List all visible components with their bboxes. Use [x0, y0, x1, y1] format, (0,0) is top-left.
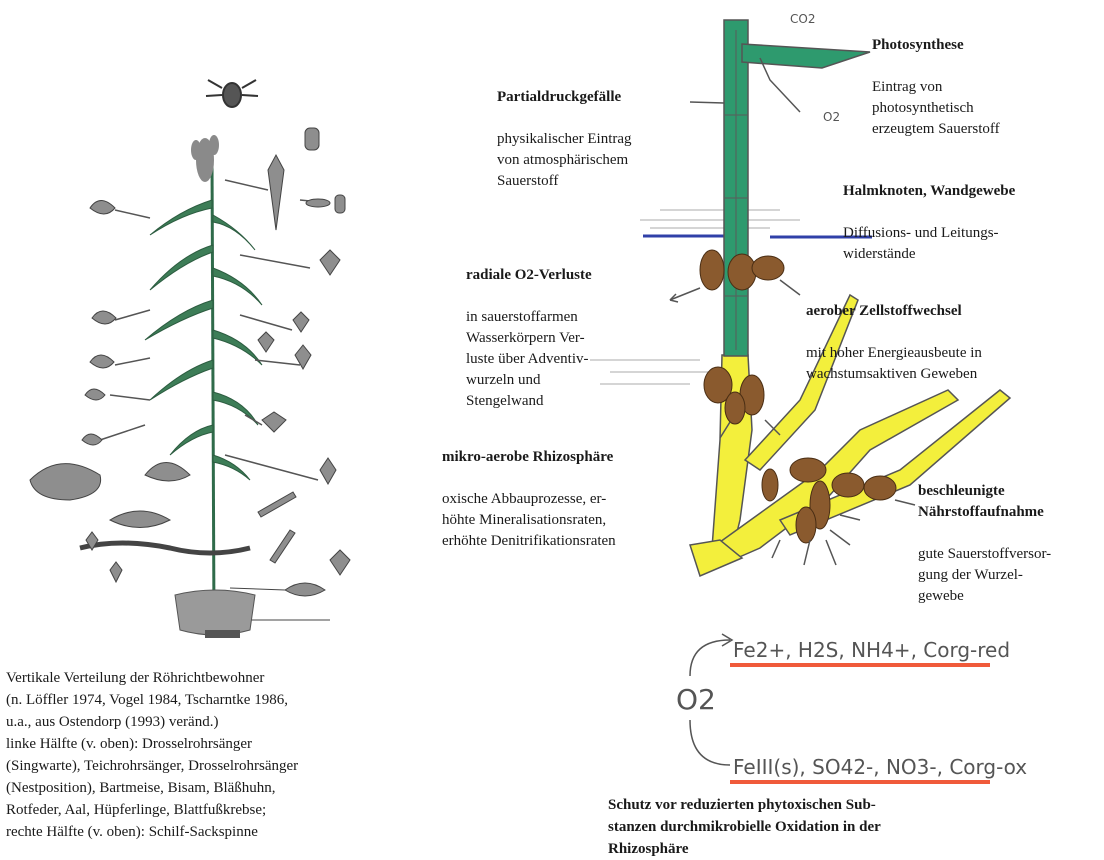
mikro-title: mikro-aerobe Rhizosphäre — [442, 447, 682, 468]
aerober-body: mit hoher Energieausbeute in wachstumsak… — [806, 345, 982, 382]
radiale-title: radiale O2-Verluste — [466, 265, 651, 286]
partialdruck-title: Partialdruckgefälle — [497, 87, 707, 108]
left-caption: Vertikale Verteilung der Röhrichtbewohne… — [6, 667, 436, 843]
radiale-label: radiale O2-Verluste in sauerstoffarmen W… — [466, 244, 651, 412]
o2-center-label: O2 — [676, 683, 716, 716]
mikro-label: mikro-aerobe Rhizosphäre oxische Abbaupr… — [442, 426, 682, 552]
co2-label: CO2 — [790, 12, 815, 26]
beschleunigte-label: beschleunigte Nährstoffaufnahme gute Sau… — [918, 460, 1103, 607]
halmknoten-body: Diffusions- und Leitungs- widerstände — [843, 225, 999, 262]
partialdruck-label: Partialdruckgefälle physikalischer Eintr… — [497, 66, 707, 192]
halmknoten-title: Halmknoten, Wandgewebe — [843, 181, 1098, 202]
aerober-title: aerober Zellstoffwechsel — [806, 301, 1101, 322]
beschleunigte-title: beschleunigte Nährstoffaufnahme — [918, 481, 1103, 523]
aerober-label: aerober Zellstoffwechsel mit hoher Energ… — [806, 280, 1101, 385]
mikro-body: oxische Abbauprozesse, er- höhte Mineral… — [442, 491, 616, 549]
halmknoten-label: Halmknoten, Wandgewebe Diffusions- und L… — [843, 160, 1098, 265]
partialdruck-body: physikalischer Eintrag von atmosphärisch… — [497, 131, 632, 189]
reduced-species: Fe2+, H2S, NH4+, Corg-red — [733, 638, 1010, 662]
photosynthese-body: Eintrag von photosynthetisch erzeugtem S… — [872, 79, 1000, 137]
oxidized-species: FeIII(s), SO42-, NO3-, Corg-ox — [733, 755, 1027, 779]
photosynthese-title: Photosynthese — [872, 35, 1102, 56]
photosynthese-label: Photosynthese Eintrag von photosynthetis… — [872, 14, 1102, 140]
beschleunigte-body: gute Sauerstoffversor- gung der Wurzel- … — [918, 546, 1051, 604]
o2-label: O2 — [823, 110, 840, 124]
right-caption: Schutz vor reduzierten phytoxischen Sub-… — [608, 794, 1008, 860]
radiale-body: in sauerstoffarmen Wasserkörpern Ver- lu… — [466, 309, 588, 409]
